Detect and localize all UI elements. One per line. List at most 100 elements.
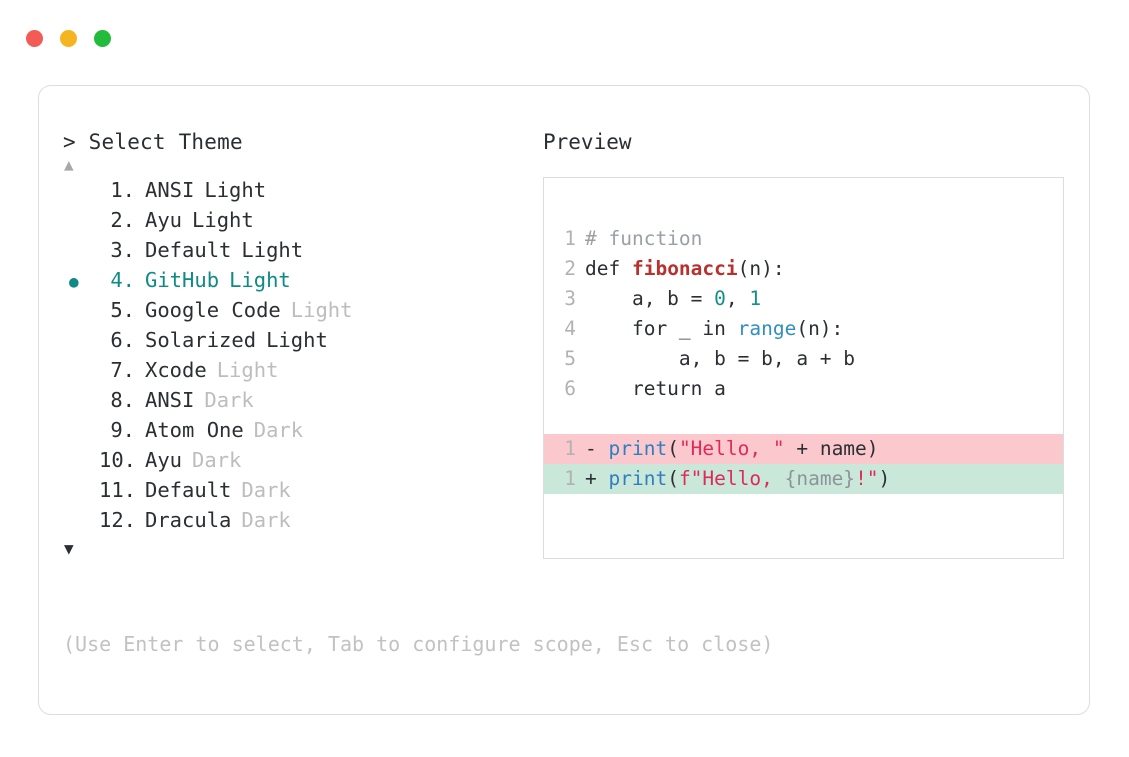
diff-token: ( (667, 437, 679, 460)
theme-list-item[interactable]: 5. Google Code Light (63, 298, 533, 328)
theme-item-name: Ayu (145, 448, 183, 472)
minimize-window-button[interactable] (60, 30, 77, 47)
theme-item-name: ANSI (145, 178, 195, 202)
theme-list-item[interactable]: 9. Atom One Dark (63, 418, 533, 448)
theme-item-index: 6. (110, 328, 135, 352)
diff-token: ( (667, 467, 679, 490)
theme-item-variant: Dark (204, 388, 254, 412)
line-number: 6 (564, 377, 576, 400)
diff-token: {name} (784, 467, 856, 490)
theme-item-name: Ayu (145, 208, 183, 232)
code-line: 5 a, b = b, a + b (550, 344, 1063, 374)
scroll-up-icon[interactable]: ▲ (64, 155, 74, 174)
code-token: for _ in (585, 317, 738, 340)
line-number: 1 (564, 437, 576, 460)
diff-token: + name) (784, 437, 879, 460)
diff-token: f"Hello, (678, 467, 785, 490)
theme-item-index: 10. (99, 448, 137, 472)
theme-item-variant: Light (290, 298, 353, 322)
theme-item-index: 8. (110, 388, 135, 412)
diff-token: !" (855, 467, 879, 490)
code-token: (n): (737, 257, 785, 280)
theme-item-variant: Light (216, 358, 279, 382)
theme-item-name: Xcode (145, 358, 207, 382)
theme-list-item[interactable]: ● 4. GitHub Light (63, 268, 533, 298)
line-number: 4 (564, 317, 576, 340)
theme-item-variant: Light (204, 178, 267, 202)
theme-item-name: Default (145, 238, 232, 262)
code-token: 0 (714, 287, 726, 310)
diff-sign: - (585, 437, 609, 460)
theme-item-name: Google Code (145, 298, 281, 322)
preview-panel: 1# function 2 def fibonacci(n): 3 a, b = 0,… (543, 177, 1064, 559)
theme-list-item[interactable]: 1. ANSI Light (63, 178, 533, 208)
code-token: a, b = (585, 287, 715, 310)
code-token: range (737, 317, 797, 340)
page-title: > Select Theme (63, 130, 243, 154)
theme-list-item[interactable]: 10. Ayu Dark (63, 448, 533, 478)
code-token: a, b = b, a + b (585, 347, 856, 370)
scroll-down-icon[interactable]: ▼ (64, 539, 74, 558)
theme-item-index: 1. (110, 178, 135, 202)
preview-label: Preview (543, 130, 632, 154)
code-line: 1# function (550, 224, 1063, 254)
code-line: 3 a, b = 0, 1 (550, 284, 1063, 314)
theme-item-name: GitHub (145, 268, 220, 292)
code-token: def (585, 257, 632, 280)
theme-list-item[interactable]: 7. Xcode Light (63, 358, 533, 388)
code-line: 4 for _ in range(n): (550, 314, 1063, 344)
code-token: return a (585, 377, 726, 400)
line-number: 5 (564, 347, 576, 370)
theme-item-index: 7. (110, 358, 135, 382)
theme-item-index: 4. (110, 268, 135, 292)
theme-item-index: 3. (110, 238, 135, 262)
code-token: fibonacci (631, 257, 738, 280)
theme-item-variant: Light (229, 268, 291, 292)
theme-list-item[interactable]: 8. ANSI Dark (63, 388, 533, 418)
theme-item-variant: Dark (192, 448, 242, 472)
theme-item-name: ANSI (145, 388, 195, 412)
theme-item-variant: Light (241, 238, 304, 262)
theme-item-index: 11. (99, 478, 137, 502)
line-number: 1 (564, 467, 576, 490)
window-traffic-lights (26, 30, 111, 47)
theme-item-index: 9. (110, 418, 135, 442)
theme-item-index: 5. (110, 298, 135, 322)
line-number: 3 (564, 287, 576, 310)
close-window-button[interactable] (26, 30, 43, 47)
theme-item-variant: Dark (253, 418, 304, 442)
theme-list-item[interactable]: 2. Ayu Light (63, 208, 533, 238)
diff-token: print (608, 437, 668, 460)
diff-token: "Hello, " (678, 437, 785, 460)
theme-list-item[interactable]: 3. Default Light (63, 238, 533, 268)
diff-removed-line: 1- print("Hello, " + name) (544, 434, 1063, 464)
code-blank-line (550, 404, 1063, 434)
line-number: 1 (564, 227, 576, 250)
theme-item-variant: Light (192, 208, 254, 232)
selection-bullet-icon: ● (69, 272, 79, 291)
line-number: 2 (564, 257, 576, 280)
preview-column: Preview 1# function 2 def fibonacci(n): 3 a… (543, 130, 1064, 559)
theme-item-variant: Light (266, 328, 328, 352)
keyboard-hint: (Use Enter to select, Tab to configure s… (63, 632, 774, 656)
code-line: 2 def fibonacci(n): (550, 254, 1063, 284)
diff-added-line: 1+ print(f"Hello, {name}!") (544, 464, 1063, 494)
code-token: 1 (749, 287, 762, 310)
theme-item-variant: Dark (241, 478, 291, 502)
theme-item-name: Dracula (145, 508, 232, 532)
diff-sign: + (585, 467, 609, 490)
code-sample: 1# function 2 def fibonacci(n): 3 a, b = 0,… (544, 224, 1063, 494)
theme-item-index: 2. (110, 208, 135, 232)
theme-list-item[interactable]: 6. Solarized Light (63, 328, 533, 358)
code-line: 6 return a (550, 374, 1063, 404)
theme-item-name: Solarized (145, 328, 257, 352)
diff-token: print (608, 467, 668, 490)
maximize-window-button[interactable] (94, 30, 111, 47)
theme-item-name: Atom One (145, 418, 244, 442)
